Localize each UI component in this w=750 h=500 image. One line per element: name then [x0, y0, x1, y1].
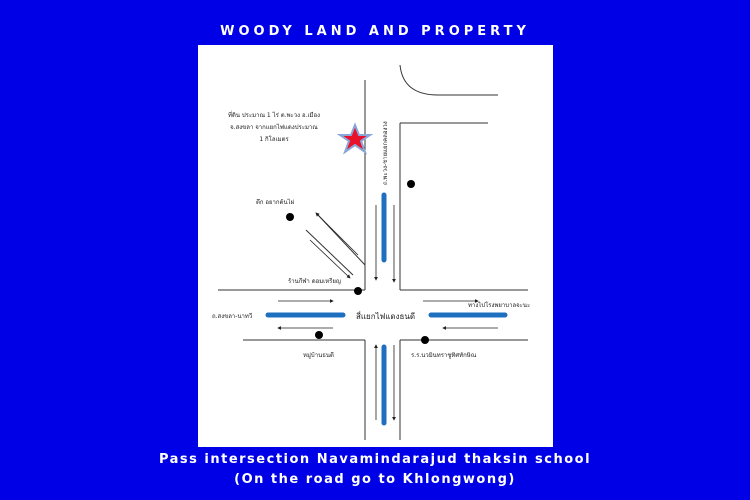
landmark-dots	[286, 180, 429, 344]
landmark-nw-label: ตึก อยากต้นไผ่	[256, 199, 295, 206]
landmark-shop-label: ร้านกีฬา ดอมเหรียญ	[288, 278, 342, 285]
road-west-label: ถ.สงขลา-นาทวี	[212, 313, 253, 320]
road-median	[265, 192, 508, 426]
road-north-label: ถ.พะวง-ชายแยกคลองวง	[382, 121, 389, 185]
intersection-label: สี่แยกไฟแดงธนดี	[356, 312, 416, 321]
road-diagram	[218, 64, 528, 440]
page-title: WOODY LAND AND PROPERTY	[220, 24, 530, 39]
curved-road-edge	[399, 64, 498, 96]
land-note-line: จ.สงขลา จากแยกไฟแดงประมาณ	[230, 124, 318, 131]
caption-line-2: (On the road go to Khlongwong)	[234, 472, 516, 487]
location-map: ที่ดิน ประมาณ 1 ไร่ ต.พะวง อ.เมือง จ.สงข…	[198, 45, 553, 447]
land-note-line: ที่ดิน ประมาณ 1 ไร่ ต.พะวง อ.เมือง	[228, 112, 321, 119]
landmark-se-label: ร.ร.นวมินทราชูทิศทักษิณ	[411, 352, 477, 359]
road-east-label: ทางไปโรงพยาบาลจะนะ	[468, 302, 531, 309]
caption-line-1: Pass intersection Navamindarajud thaksin…	[158, 452, 592, 467]
location-star-icon	[336, 122, 374, 155]
side-road-edge	[305, 229, 354, 276]
landmark-sw-label: หมู่บ้านธนดี	[303, 352, 334, 359]
land-note-line: 1 กิโลเมตร	[259, 136, 289, 143]
